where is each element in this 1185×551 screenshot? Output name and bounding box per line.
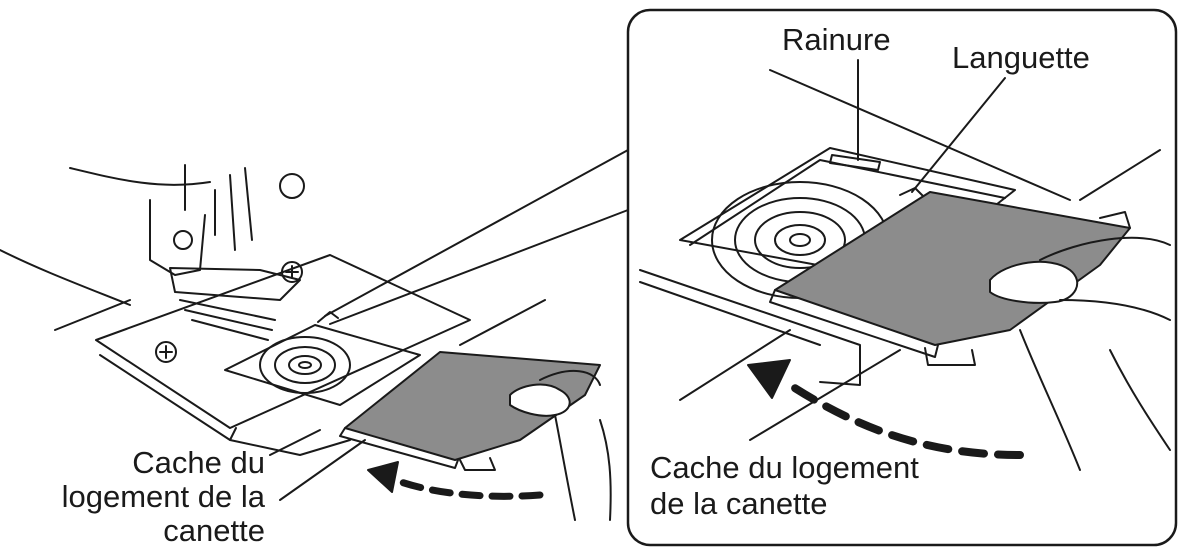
leader-line-left-a <box>54 299 131 331</box>
bobbin-ring-detail-3 <box>774 224 826 256</box>
needle <box>229 174 236 251</box>
label-left-cover-line3: canette <box>163 513 265 548</box>
thread-line <box>0 249 131 306</box>
bobbin-case <box>259 336 351 394</box>
presser-foot-shank <box>149 199 206 276</box>
slide-arrow-left-head <box>367 461 399 493</box>
leader-line-detail-b <box>749 349 901 441</box>
bobbin-ring-2 <box>288 355 322 375</box>
zoom-line-lower <box>329 209 629 325</box>
leader-line-right-a <box>459 299 546 346</box>
presser-foot <box>169 267 301 301</box>
bobbin-center <box>298 361 312 369</box>
needle-plate <box>95 254 471 429</box>
machine-arm-outline <box>69 167 211 186</box>
plate-line-right <box>1079 149 1161 201</box>
leader-line-to-cover-label <box>269 429 321 456</box>
cover-plate-detail-edge <box>769 289 939 358</box>
bobbin-center-detail <box>789 233 811 247</box>
plate-screw-right <box>281 261 303 283</box>
hand-left-finger <box>539 369 601 386</box>
hand-left-palm <box>599 419 612 521</box>
bobbin-compartment-inner <box>689 159 1006 246</box>
slide-arrow-right-head <box>747 359 791 399</box>
cover-plate-left-edge <box>339 427 459 469</box>
hand-right-finger-bottom <box>1059 299 1171 321</box>
slide-arrow-left-shaft <box>386 474 544 500</box>
plate-front-detail <box>639 269 861 386</box>
cover-plate-detail <box>774 191 1131 346</box>
needle-plate-front-edge <box>99 354 351 456</box>
feed-dog-2 <box>184 309 273 331</box>
hand-left-thumb <box>509 383 571 417</box>
plate-screw-left <box>155 341 177 363</box>
bobbin-ring-1 <box>274 346 336 384</box>
hand-right <box>989 236 1171 471</box>
label-right-cover-line2: de la canette <box>650 486 828 521</box>
groove <box>829 154 881 171</box>
label-right-cover-line1: Cache du logement <box>650 450 919 485</box>
leader-line-bottom <box>279 439 366 501</box>
slide-arrow-right-shaft <box>786 381 1024 459</box>
bobbin-tab <box>317 311 339 323</box>
plate-screw-left-cross <box>159 345 173 359</box>
label-left-cover-line2: logement de la <box>61 479 265 514</box>
sewing-machine-overview <box>0 149 629 501</box>
plate-line-top <box>769 69 1071 201</box>
hand-right-thumb <box>989 260 1079 304</box>
feed-dog-3 <box>191 319 269 341</box>
needle-screw <box>279 173 305 199</box>
cover-tab-detail <box>924 347 976 366</box>
hand-right-wrist <box>1019 329 1081 471</box>
label-rainure: Rainure <box>782 22 891 57</box>
needle-clamp <box>244 167 253 241</box>
hand-left <box>509 369 612 521</box>
label-left-cover-line1: Cache du <box>132 445 265 480</box>
cover-plate-left <box>344 351 601 461</box>
feed-dog-1 <box>179 299 276 321</box>
hand-left-wrist <box>554 414 576 521</box>
leader-line-detail-a <box>679 329 791 401</box>
leader-line-languette <box>911 77 1006 193</box>
foot-screw <box>173 230 193 250</box>
label-languette: Languette <box>952 40 1090 75</box>
plate-front-detail-2 <box>639 281 821 346</box>
hand-right-palm <box>1109 349 1171 451</box>
cover-tab-detail-right <box>1099 211 1131 229</box>
zoom-line-upper <box>324 149 629 317</box>
hand-right-finger-top <box>1039 236 1171 261</box>
needle-plate-corner <box>229 427 237 441</box>
cover-tab-left <box>459 457 496 471</box>
bobbin-ring-detail-2 <box>754 211 846 269</box>
bobbin-cover-detail <box>769 191 1131 366</box>
bobbin-cover-left <box>339 351 601 471</box>
detail-panel-frame <box>626 8 1178 547</box>
plate-screw-right-cross <box>285 265 299 279</box>
